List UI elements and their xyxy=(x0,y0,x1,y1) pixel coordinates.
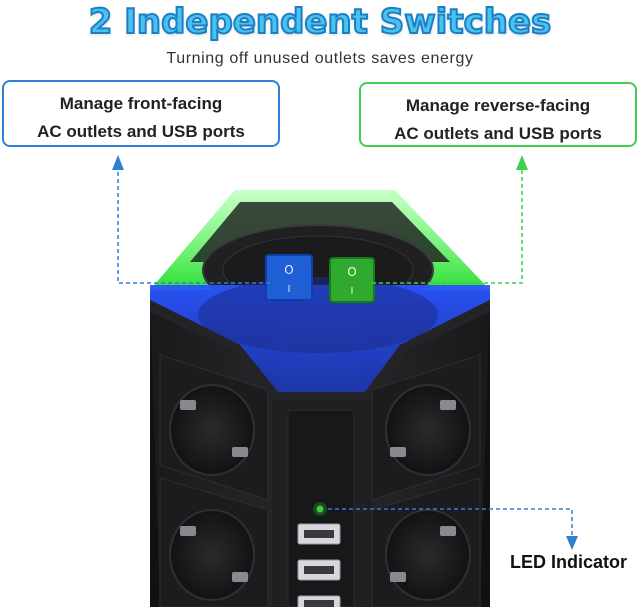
front-callout-line1: Manage front-facing xyxy=(59,94,223,113)
socket-bottom-right xyxy=(371,477,481,607)
green-switch[interactable]: O I xyxy=(329,257,375,303)
top-cap xyxy=(150,190,490,400)
subtitle: Turning off unused outlets saves energy xyxy=(166,50,474,67)
usb-port-1 xyxy=(297,523,341,545)
reverse-callout-line1: Manage reverse-facing xyxy=(405,96,591,115)
led-indicator-light xyxy=(316,505,324,513)
green-switch-on-symbol: O xyxy=(347,265,356,279)
led-arrow-head xyxy=(566,536,578,550)
socket-top-left xyxy=(159,354,269,501)
usb-port-3 xyxy=(297,595,341,607)
front-callout-line2: AC outlets and USB ports xyxy=(37,122,245,141)
reverse-callout-line2: AC outlets and USB ports xyxy=(394,124,602,143)
blue-switch[interactable]: O I xyxy=(265,254,313,301)
usb-port-2 xyxy=(297,559,341,581)
socket-top-right xyxy=(371,354,481,501)
blue-arrow-head xyxy=(112,155,124,170)
reverse-callout-box: Manage reverse-facing AC outlets and USB… xyxy=(359,82,637,147)
blue-switch-on-symbol: O xyxy=(284,263,293,277)
led-connector-arrow xyxy=(328,508,573,536)
front-callout-box: Manage front-facing AC outlets and USB p… xyxy=(2,80,280,147)
socket-bottom-left xyxy=(159,477,269,607)
green-connector-arrow xyxy=(372,168,523,284)
blue-switch-off-symbol: I xyxy=(288,284,291,295)
page-title: 2 Independent Switches xyxy=(88,1,553,43)
green-switch-off-symbol: I xyxy=(351,286,354,297)
blue-connector-arrow xyxy=(117,168,270,284)
green-arrow-head xyxy=(516,155,528,170)
led-indicator-label: LED Indicator xyxy=(510,552,628,572)
